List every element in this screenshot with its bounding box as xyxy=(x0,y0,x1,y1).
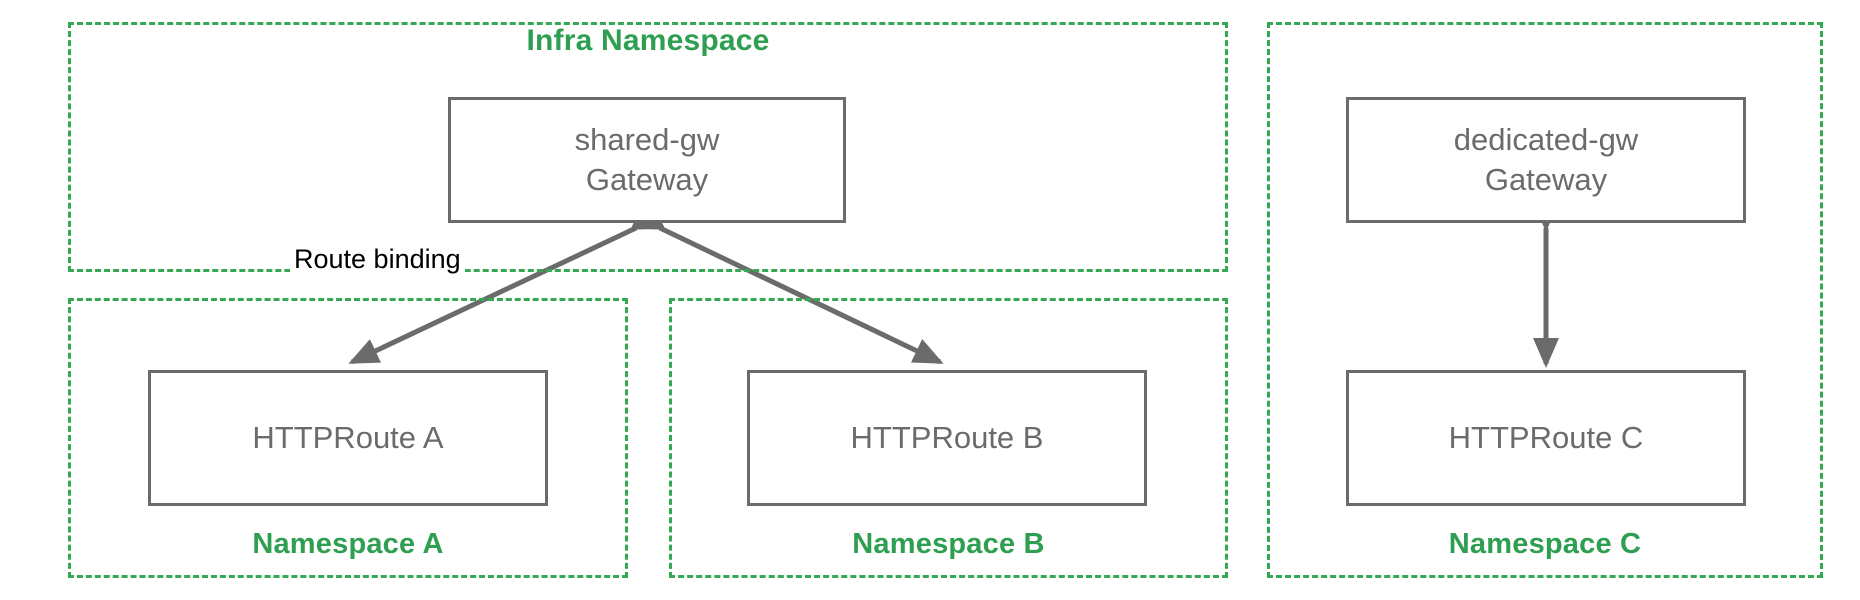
node-shared-gw[interactable]: shared-gw Gateway xyxy=(448,97,846,223)
node-route-a[interactable]: HTTPRoute A xyxy=(148,370,548,506)
namespace-a-label: Namespace A xyxy=(252,528,444,560)
namespace-infra[interactable] xyxy=(68,22,1228,272)
node-route-c[interactable]: HTTPRoute C xyxy=(1346,370,1746,506)
namespace-b[interactable] xyxy=(669,298,1228,578)
namespace-c-label: Namespace C xyxy=(1448,528,1642,560)
namespace-b-label: Namespace B xyxy=(852,528,1045,560)
node-route-b[interactable]: HTTPRoute B xyxy=(747,370,1147,506)
namespace-infra-label: Infra Namespace xyxy=(526,24,770,57)
edge-label-route-binding: Route binding xyxy=(290,244,465,275)
namespace-c[interactable] xyxy=(1267,22,1823,578)
namespace-a[interactable] xyxy=(68,298,628,578)
node-dedicated-gw[interactable]: dedicated-gw Gateway xyxy=(1346,97,1746,223)
